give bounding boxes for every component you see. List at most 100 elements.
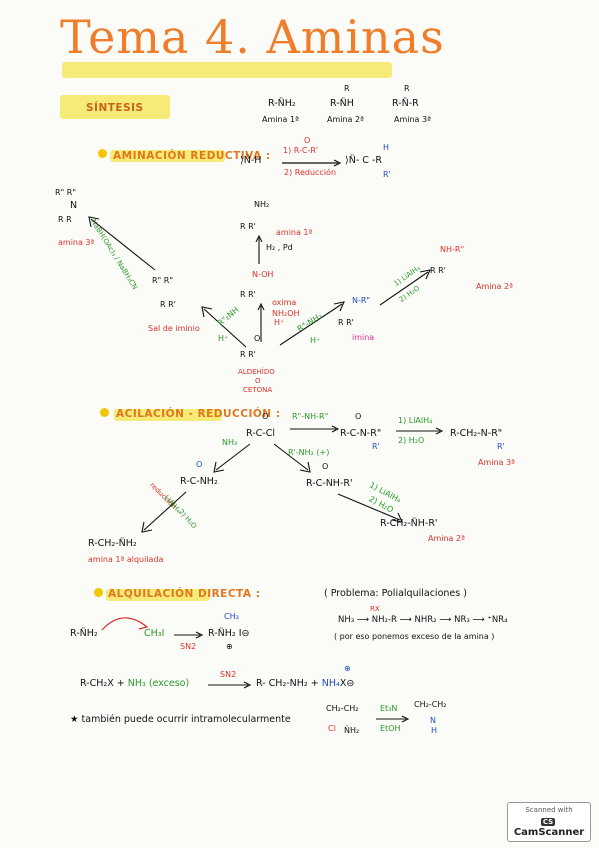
- product-plus: ⊕: [226, 642, 233, 651]
- r2nh-h: H⁺: [218, 334, 229, 343]
- nh2oh-reagent: NH₂OH: [272, 309, 300, 318]
- amina3-r-bot: R R: [58, 215, 72, 224]
- amina3-n: N: [70, 200, 78, 211]
- oxima-label: oxima: [272, 298, 297, 307]
- eq2-right: R- CH₂-NH₂ + NH₄X⊖: [256, 678, 355, 689]
- amina1-struct: R R': [240, 222, 256, 231]
- polialkyl-chain: NH₃ ⟶ NH₂-R ⟶ NHR₂ ⟶ NR₃ ⟶ ⁺NR₄: [338, 615, 508, 625]
- arrow-sal-to-amina3: [88, 216, 156, 271]
- arrow-acyl-to-amide2: [273, 443, 311, 473]
- aminacion-reagent1-o: O: [304, 136, 311, 145]
- scanner-line1: Scanned with: [525, 806, 573, 814]
- arrow-acyl-to-amide3: [290, 425, 340, 433]
- acyl-chloride: R-C-Cl: [246, 428, 275, 439]
- arrow-oxima-to-amina1: [255, 234, 263, 264]
- aminacion-reactant: ⟩N̈-H: [240, 155, 262, 166]
- amide3-o: O: [355, 412, 362, 421]
- o-label: O: [255, 377, 261, 385]
- aminacion-product-r: R': [383, 170, 391, 179]
- amina3-formula: R-N̈-R: [392, 98, 419, 109]
- aminacion-reagent2: 2) Reducción: [284, 168, 337, 177]
- acilacion-heading: ACILACIÓN - REDUCCIÓN :: [116, 408, 281, 420]
- arrow-center-to-imina: [279, 301, 345, 346]
- etoh-reagent: EtOH: [380, 724, 401, 733]
- sal-r-top: R" R": [152, 276, 174, 285]
- eq2-plus: ⊕: [344, 664, 351, 673]
- amine2-label: Amina 2ª: [428, 534, 465, 543]
- arrow-sn2-1: [174, 631, 204, 639]
- arrow-amide1-to-amine1: [141, 491, 187, 533]
- cetona-label: CETONA: [243, 386, 273, 394]
- amine3-r: R': [497, 442, 505, 451]
- amide3: R-C-N-R": [340, 428, 382, 439]
- alkyl-amine: R-N̈H₂: [70, 628, 98, 639]
- aldehido-label: ALDEHÍDO: [238, 368, 275, 376]
- aminacion-arrow: [282, 159, 342, 167]
- amina3-label-left: amina 3ª: [58, 238, 95, 247]
- arrow-amide3-to-amine3: [396, 427, 444, 435]
- arrow-amide2-to-amine2: [337, 493, 403, 523]
- rx-label: RX: [370, 605, 380, 613]
- amina3-r-top: R" R": [55, 188, 77, 197]
- h2pd-reagent: H₂ , Pd: [266, 243, 293, 252]
- amide2-o: O: [322, 462, 329, 471]
- acyl-lialh4: 1) LiAlH₄: [398, 416, 433, 425]
- amide2-reagent: R'-NH₂ (+): [288, 448, 330, 457]
- amine1-label: amina 1ª alquilada: [88, 555, 164, 564]
- amine3: R-CH₂-N-R": [450, 428, 503, 439]
- arrow-intra: [376, 715, 410, 723]
- problem-note: ( Problema: Polialquilaciones ): [324, 588, 467, 599]
- imina-struct: R R': [338, 318, 354, 327]
- imina-label: imina: [352, 333, 375, 342]
- acyl-h2o: 2) H₂O: [398, 436, 425, 445]
- product-ch3: CH₃: [224, 612, 239, 621]
- amine1: R-CH₂-N̈H₂: [88, 538, 137, 549]
- amina2-formula: R-N̈H: [330, 98, 354, 109]
- intra-nh2: N̈H₂: [344, 726, 360, 735]
- aminacion-heading: AMINACIÓN REDUCTIVA :: [113, 150, 271, 162]
- amina1-label-center: amina 1ª: [276, 228, 313, 237]
- arrow-curly-red: [101, 617, 149, 631]
- amina1-nh2: NH₂: [254, 200, 270, 209]
- alkyl-product: R-N̈H₂ I⊖: [208, 628, 250, 639]
- aminacion-product: ⟩N̈- C -R: [345, 155, 382, 166]
- amine2: R-CH₂-N̈H-R': [380, 518, 438, 529]
- section-sintesis-heading: SÍNTESIS: [86, 102, 144, 114]
- arrow-center-to-oxima: [257, 302, 265, 342]
- sn2-label-2: SN2: [220, 670, 237, 679]
- rnh2-h: H⁺: [310, 336, 321, 345]
- camscanner-badge: Scanned with CSCamScanner: [507, 802, 591, 842]
- aminacion-reagent1: 1) R-C-R': [283, 146, 319, 155]
- amide2: R-C-NH-R': [306, 478, 353, 489]
- amina2-struct: R R': [430, 266, 446, 275]
- aziridine-n: N: [430, 716, 436, 725]
- amina3-label: Amina 3ª: [394, 115, 431, 124]
- arrow-acyl-to-amide1: [213, 443, 251, 473]
- sn2-label-1: SN2: [180, 642, 197, 651]
- acyl-o: O: [262, 412, 269, 421]
- oxima-struct: R R': [240, 290, 256, 299]
- et3n-reagent: Et₃N: [380, 704, 398, 713]
- amina2-nhr: NH-R": [440, 245, 465, 254]
- arrow-imina-to-amina2: [379, 269, 431, 306]
- scanner-line2: CSCamScanner: [513, 818, 585, 838]
- amina2-label: Amina 2ª: [327, 115, 364, 124]
- carbonyl-o: O: [254, 334, 261, 343]
- arrow-sn2-2: [208, 681, 252, 689]
- sal-label: Sal de iminio: [148, 324, 200, 333]
- amide1: R-C-NH₂: [180, 476, 218, 487]
- nh2oh-h: H⁺: [274, 318, 285, 327]
- aminacion-product-h: H: [383, 143, 390, 152]
- aziridine-h: H: [431, 726, 438, 735]
- ch3i-reagent: CH₃I: [144, 628, 165, 639]
- nh3-reagent: NH₃: [222, 438, 238, 447]
- sal-r-bot: R R': [160, 300, 176, 309]
- amide1-o: O: [196, 460, 203, 469]
- acyl-r2nh: R"-NH-R": [292, 412, 329, 421]
- chain-note: ( por eso ponemos exceso de la amina ): [334, 632, 495, 641]
- imina-nr: N-R": [352, 296, 371, 305]
- carbonyl-struct: R R': [240, 350, 256, 359]
- amina2-label-right: Amina 2ª: [476, 282, 513, 291]
- page-title: Tema 4. Aminas: [60, 10, 445, 64]
- camscanner-logo-icon: CS: [540, 818, 556, 826]
